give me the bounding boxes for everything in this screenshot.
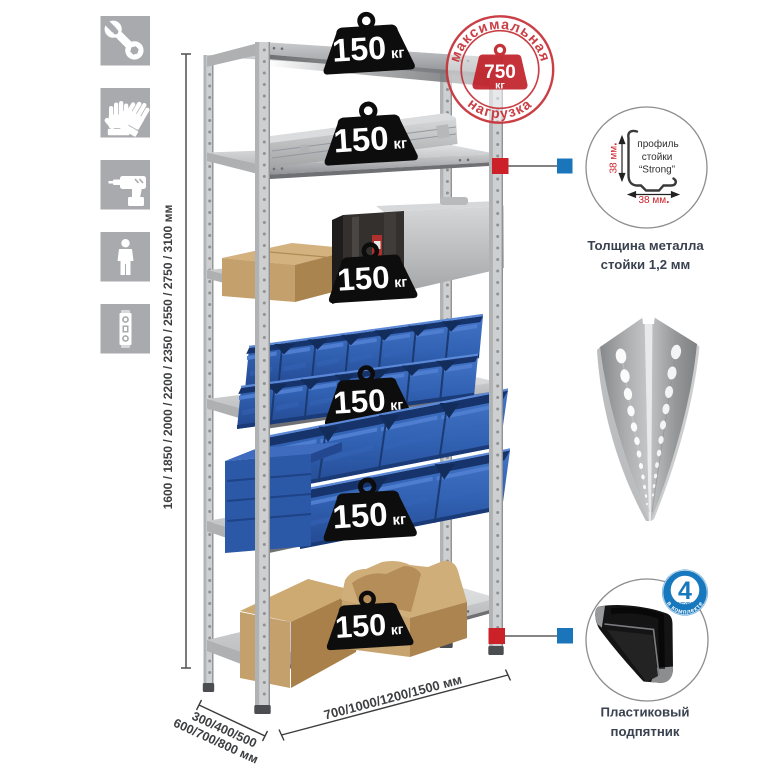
svg-text:кг: кг: [392, 511, 407, 529]
svg-text:кг: кг: [391, 45, 405, 62]
svg-text:профиль: профиль: [637, 138, 678, 150]
svg-text:штуки: штуки: [678, 601, 692, 606]
svg-text:150: 150: [332, 119, 389, 159]
svg-text:150: 150: [334, 607, 387, 645]
svg-text:стойки 1,2 мм: стойки 1,2 мм: [601, 257, 691, 272]
svg-text:стойки: стойки: [642, 152, 673, 163]
svg-text:“Strong”: “Strong”: [639, 165, 675, 176]
svg-text:150: 150: [331, 495, 388, 535]
svg-text:кг: кг: [390, 621, 404, 638]
svg-text:кг: кг: [495, 80, 505, 92]
svg-text:подпятник: подпятник: [610, 724, 679, 739]
svg-text:750: 750: [484, 62, 516, 83]
svg-text:150: 150: [331, 30, 387, 69]
svg-text:38 мм.: 38 мм.: [639, 192, 670, 206]
svg-text:38 мм.: 38 мм.: [606, 143, 620, 174]
svg-text:150: 150: [336, 260, 390, 298]
svg-text:Толщина металла: Толщина металла: [587, 238, 704, 253]
svg-text:1600 / 1850 / 2000 / 2200 / 23: 1600 / 1850 / 2000 / 2200 / 2350 / 2550 …: [161, 205, 175, 510]
svg-text:4: 4: [678, 577, 692, 605]
svg-text:Пластиковый: Пластиковый: [600, 705, 689, 720]
svg-text:700/1000/1200/1500 мм: 700/1000/1200/1500 мм: [322, 672, 463, 723]
svg-text:кг: кг: [394, 274, 408, 291]
svg-text:кг: кг: [393, 135, 408, 153]
